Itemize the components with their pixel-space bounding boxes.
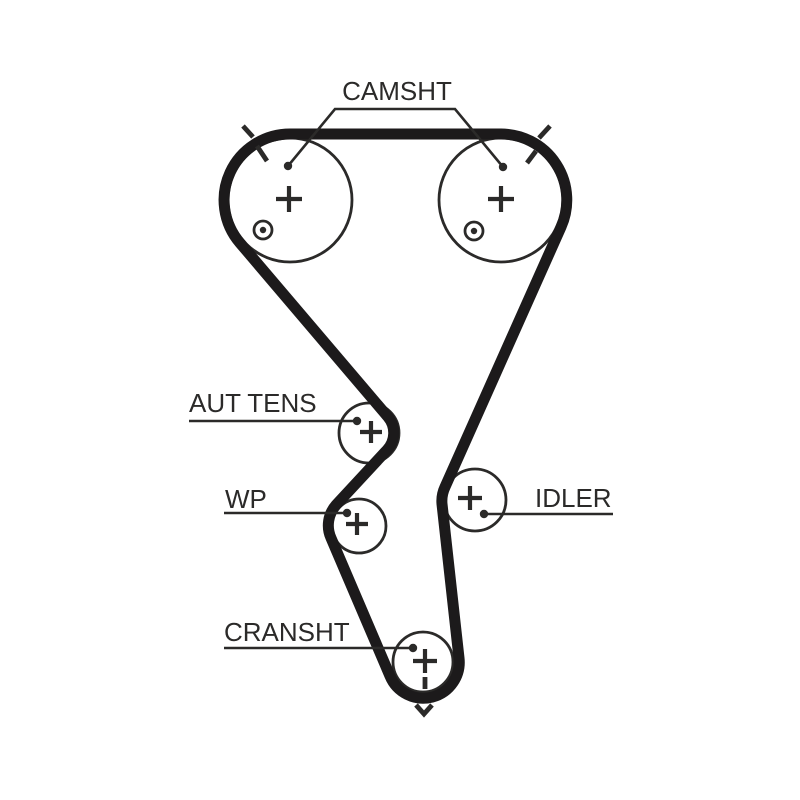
water-pump-cross-mark [346, 513, 368, 535]
tensioner-label: AUT TENS [189, 388, 317, 418]
camshaft-left-cross-mark [276, 186, 302, 212]
crankshaft-arrow-mark [414, 703, 434, 718]
water-pump-label: WP [225, 484, 267, 514]
center-cross-marks [276, 186, 514, 673]
camshaft-left-timing-mark [241, 124, 269, 163]
idler-leader-dot [479, 509, 489, 519]
camshaft-leader-line [286, 107, 505, 168]
crankshaft-cross-mark [413, 649, 437, 673]
tensioner-cross-mark [360, 421, 382, 443]
camshaft-right-ring-dot [470, 227, 478, 235]
idler-label: IDLER [535, 483, 612, 513]
leader-lines [189, 107, 613, 653]
camshaft-left-leader-dot [283, 161, 293, 171]
idler-cross-mark [458, 486, 482, 510]
timing-belt [218, 128, 573, 704]
crankshaft-label: CRANSHT [224, 617, 350, 647]
camshaft-right-timing-mark [525, 124, 552, 165]
crankshaft-leader-dot [408, 643, 418, 653]
labels: CAMSHT AUT TENS WP IDLER CRANSHT [189, 76, 612, 647]
alignment-dot-marks [252, 219, 485, 242]
water-pump-leader-dot [342, 508, 352, 518]
camshaft-right-leader-dot [498, 162, 508, 172]
camshaft-left-ring-dot [259, 226, 267, 234]
timing-marks [241, 124, 552, 718]
camshaft-right-cross-mark [488, 186, 514, 212]
tensioner-leader-dot [352, 416, 362, 426]
camshaft-label: CAMSHT [342, 76, 452, 106]
